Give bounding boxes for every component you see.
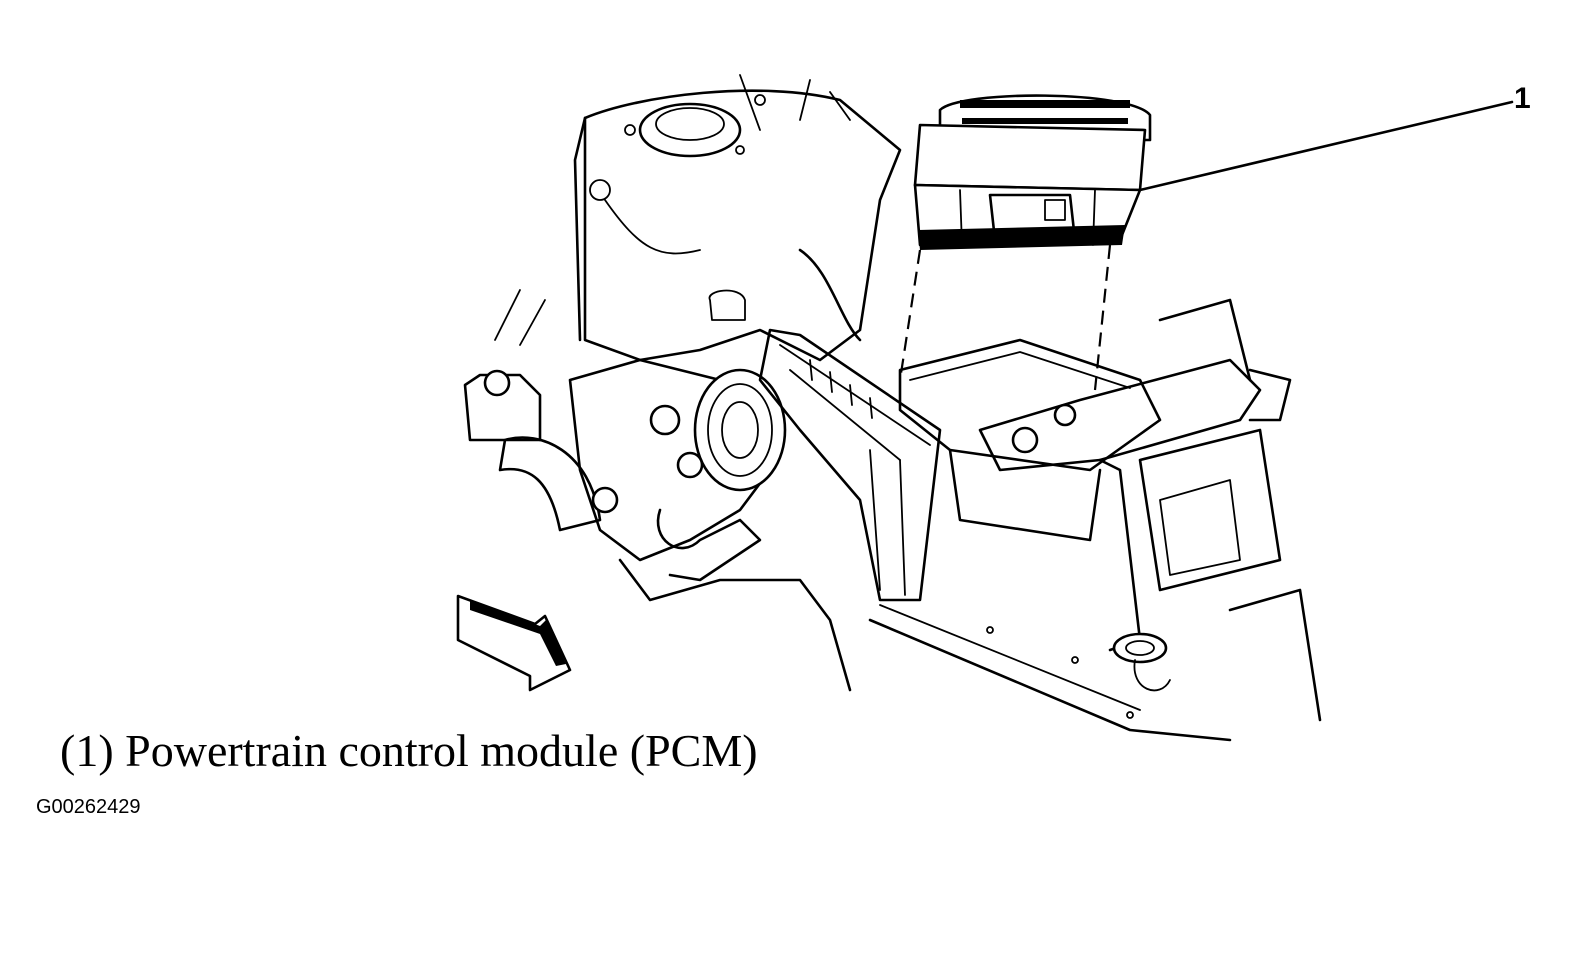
arrow-forward-icon — [456, 594, 572, 692]
powertrain-control-module — [913, 94, 1152, 250]
pcm-tray — [868, 298, 1322, 742]
throttle-body-assembly — [463, 358, 852, 692]
installation-guide-lines — [898, 244, 1112, 391]
figure-id: G00262429 — [36, 796, 141, 818]
air-intake-duct — [758, 328, 942, 602]
engine-block — [494, 74, 902, 362]
figure-caption: (1) Powertrain control module (PCM) — [60, 725, 758, 776]
callout-leader-line — [1138, 100, 1514, 192]
callout-number-1: 1 — [1514, 82, 1531, 115]
